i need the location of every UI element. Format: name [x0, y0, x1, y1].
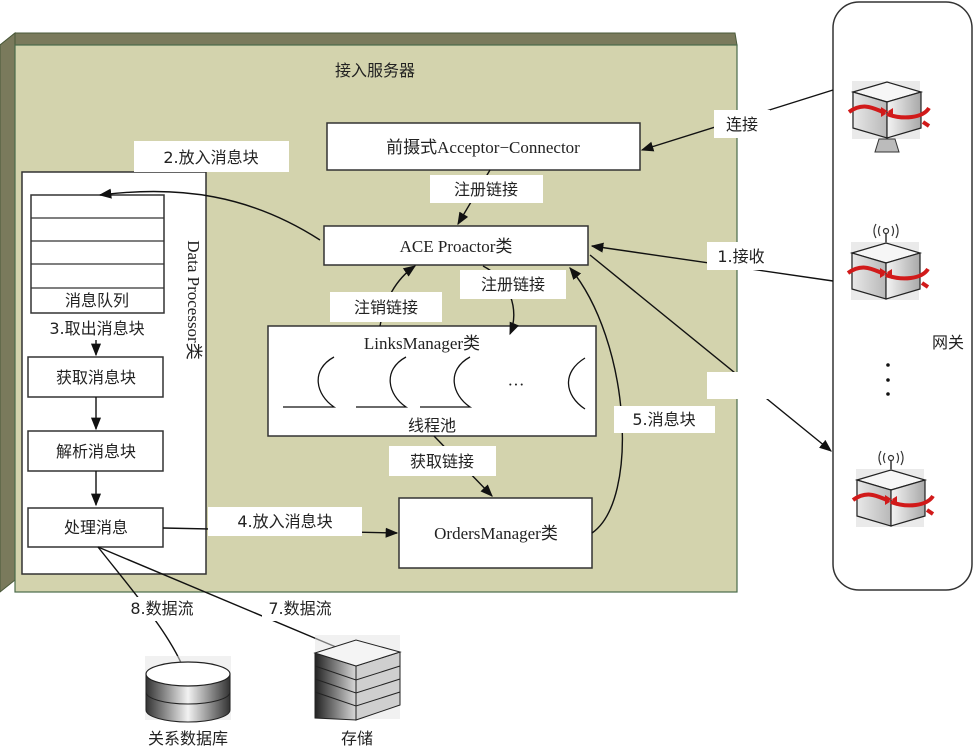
fetch-block-label: 获取消息块 — [56, 368, 136, 387]
edge-send — [589, 254, 832, 452]
links-manager-box — [267, 325, 597, 437]
gateway-device-icon — [847, 79, 931, 153]
put-block-2-label: 2.放入消息块 — [163, 148, 258, 167]
message-queue — [30, 194, 165, 314]
edge-put-block-2 — [98, 188, 321, 241]
proactor-box — [323, 225, 589, 266]
proactor-label: ACE Proactor类 — [400, 237, 513, 256]
parse-block-label: 解析消息块 — [56, 442, 136, 461]
acceptor-connector-label: 前摄式Acceptor−Connector — [386, 138, 580, 157]
orders-manager-label: OrdersManager类 — [434, 524, 558, 543]
edge-dataflow-7 — [97, 546, 357, 656]
message-queue-label: 消息队列 — [65, 291, 129, 310]
receive-label: 1.接收 — [717, 247, 764, 266]
storage-icon — [313, 635, 402, 721]
edge-labels: 2.放入消息块 注册链接 注册链接 注销链接 获取链接 4.放入消息块 5.消息… — [125, 110, 776, 621]
connect-label: 连接 — [726, 115, 758, 134]
links-manager-label: LinksManager类 — [364, 334, 480, 353]
storage-label: 存储 — [341, 729, 373, 748]
thread-ellipsis: ··· — [508, 375, 525, 394]
server-title: 接入服务器 — [335, 61, 415, 80]
register-link-2-label: 注册链接 — [481, 275, 545, 294]
parse-block-box — [27, 430, 164, 472]
dataflow-7-label: 7.数据流 — [268, 599, 331, 618]
process-msg-box — [27, 507, 164, 548]
msg-block-5-label: 5.消息块 — [632, 410, 695, 429]
fetch-block-box — [27, 356, 164, 398]
dataflow-8-label: 8.数据流 — [130, 599, 193, 618]
orders-manager-box — [398, 497, 593, 569]
put-block-4-label: 4.放入消息块 — [237, 512, 332, 531]
register-link-1-label: 注册链接 — [454, 180, 518, 199]
process-msg-label: 处理消息 — [64, 518, 128, 537]
data-processor-label: Data Processor类 — [184, 240, 203, 359]
take-block-label: 3.取出消息块 — [49, 319, 144, 338]
gateway-ellipsis — [886, 363, 890, 396]
get-link-label: 获取链接 — [410, 452, 474, 471]
thread-pool-label: 线程池 — [408, 416, 456, 435]
database-label: 关系数据库 — [148, 729, 228, 748]
database-icon — [145, 656, 231, 723]
unregister-link-label: 注销链接 — [354, 298, 418, 317]
thread-icon — [283, 356, 586, 410]
gateway-title: 网关 — [932, 333, 964, 352]
acceptor-connector-box — [326, 122, 641, 171]
